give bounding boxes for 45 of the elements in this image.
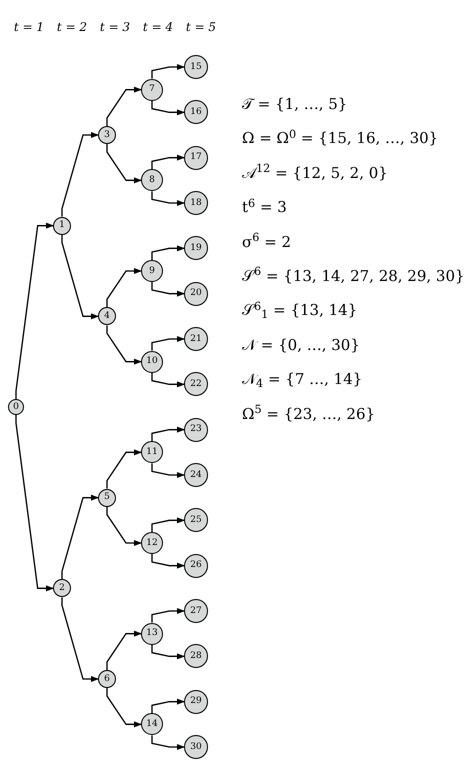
arrow (151, 463, 185, 478)
set-definition: 𝒮$^{6}$ = {13, 14, 27, 28, 29, 30} (242, 265, 465, 287)
arrow (61, 234, 99, 320)
set-definition: Ω$^{5}$ = {23, …, 26} (242, 402, 376, 425)
set-definition: 𝒜$^{12}$ = {12, 5, 2, 0} (242, 162, 388, 184)
arrow (151, 698, 185, 714)
arrow (151, 282, 185, 297)
arrow (151, 64, 185, 79)
arrow (151, 372, 185, 388)
arrow (61, 132, 99, 217)
arrow (15, 415, 54, 592)
arrow (151, 644, 185, 660)
time-stage-label: t = 5 (186, 19, 216, 36)
arrow (106, 144, 142, 184)
set-definition: σ$^{6}$ = 2 (242, 230, 292, 253)
arrow (151, 336, 185, 351)
time-stage-label: t = 4 (142, 19, 174, 36)
set-definition: 𝒮$^{6}$$_{1}$ = {13, 14} (242, 299, 358, 322)
set-definition: 𝒯 = {1, …, 5} (242, 94, 348, 115)
arrow (106, 506, 142, 546)
arrow (151, 554, 185, 569)
set-definition: 𝒩$_{4}$ = {7 …, 14} (242, 369, 362, 391)
arrow (106, 688, 142, 728)
arrow (106, 268, 142, 308)
arrow (151, 426, 185, 442)
arrow (15, 222, 54, 399)
arrow (151, 245, 185, 260)
arrow (61, 597, 99, 682)
arrow (151, 191, 185, 206)
arrow (106, 325, 142, 365)
set-definition: t$^{6}$ = 3 (242, 196, 287, 218)
arrow (61, 494, 99, 580)
set-definition: Ω = Ω$^{0}$ = {15, 16, …, 30} (242, 127, 438, 150)
arrow (151, 608, 185, 623)
arrow (106, 630, 142, 670)
arrow (151, 517, 185, 532)
arrow (151, 100, 185, 116)
arrow (151, 154, 185, 170)
time-stage-label: t = 1 (14, 19, 44, 36)
arrow (106, 86, 142, 126)
arrow (151, 735, 185, 750)
time-stage-label: t = 2 (56, 19, 88, 36)
set-definition: 𝒩 = {0, …, 30} (242, 334, 360, 356)
time-stage-label: t = 3 (100, 19, 130, 36)
arrow (106, 449, 142, 489)
